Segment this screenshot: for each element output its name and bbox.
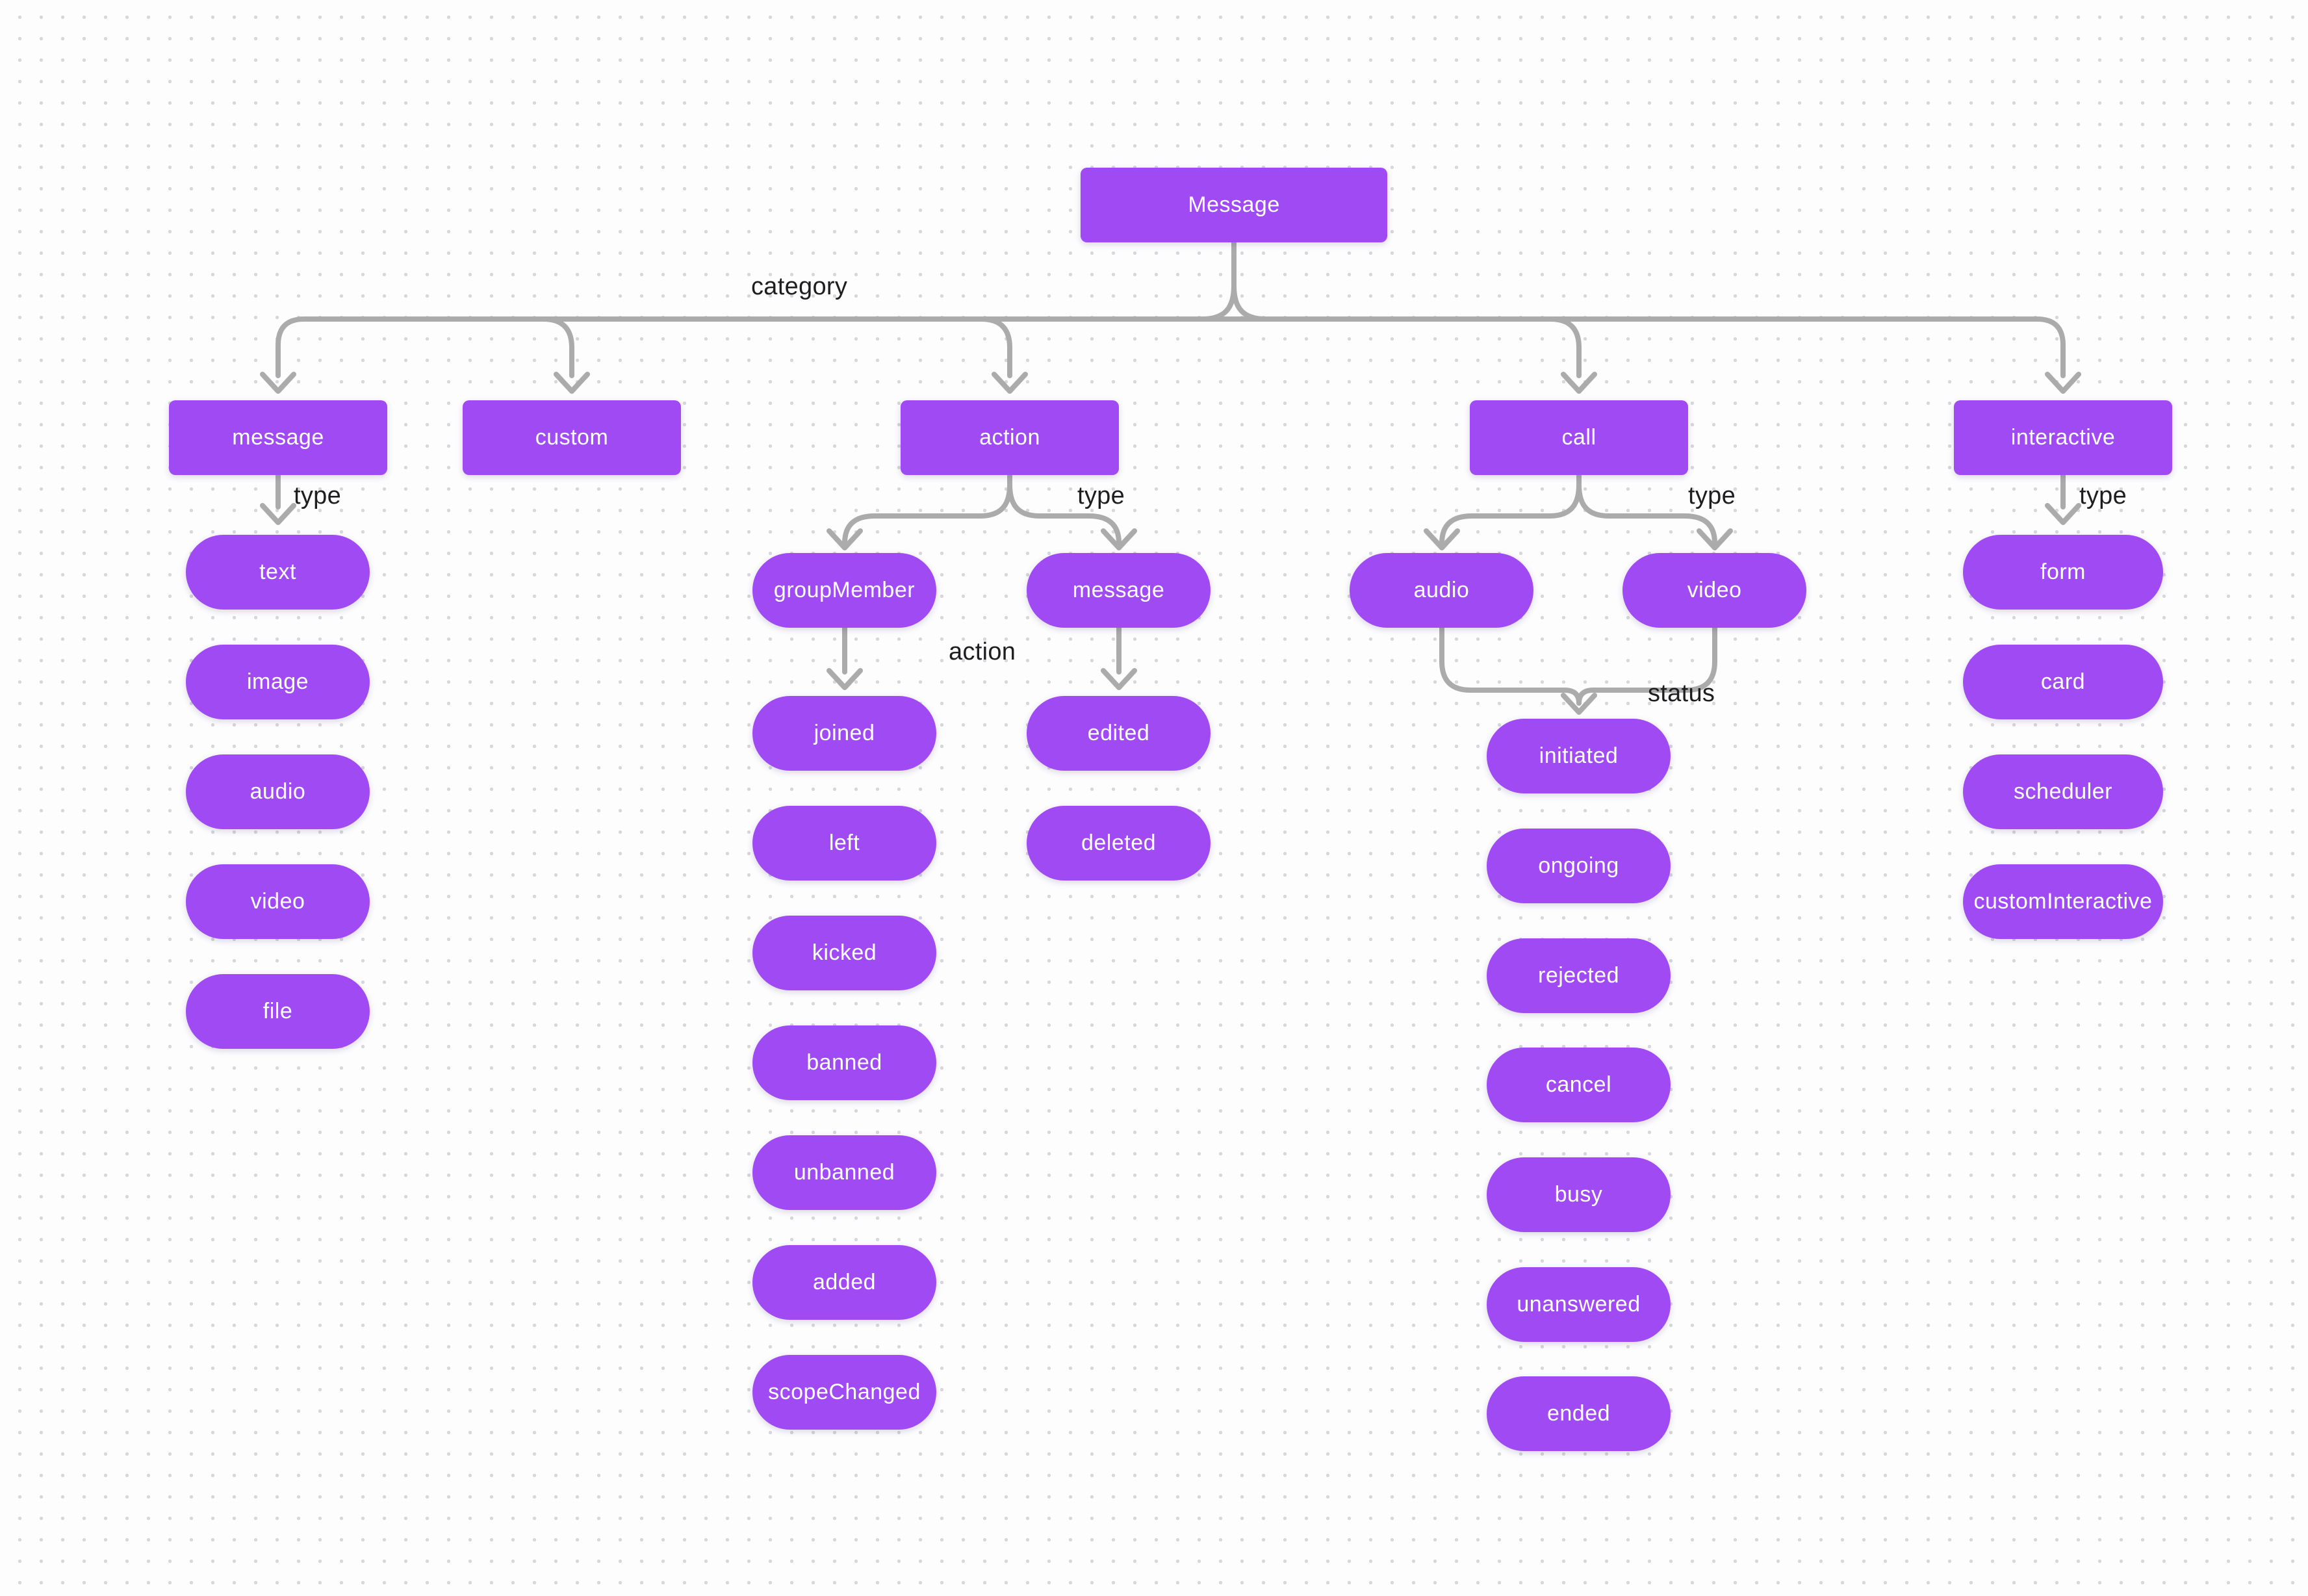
node-message-root[interactable]: Message [1081, 168, 1387, 242]
node-interactive-card[interactable]: card [1963, 645, 2163, 719]
connector-video-status [1576, 625, 1717, 706]
connector-bus-call [1548, 316, 1582, 378]
arrowhead-bus-custom [554, 372, 590, 394]
node-action-message[interactable]: message [1027, 553, 1211, 628]
node-interactive-form[interactable]: form [1963, 535, 2163, 610]
node-gm-scopechanged[interactable]: scopeChanged [752, 1355, 936, 1430]
node-interactive-custominteractive[interactable]: customInteractive [1963, 864, 2163, 939]
node-call-audio[interactable]: audio [1350, 553, 1533, 628]
edge-label-status: status [1648, 680, 1715, 707]
node-status-busy[interactable]: busy [1487, 1157, 1671, 1232]
node-msg-deleted[interactable]: deleted [1027, 806, 1211, 881]
arrowhead-bus-call [1561, 372, 1597, 394]
edge-label-call-type: type [1688, 482, 1736, 509]
node-type-file[interactable]: file [186, 974, 370, 1049]
edge-label-message-type: type [294, 482, 342, 509]
edge-label-interactive-type: type [2079, 482, 2127, 509]
arrowhead-actionmessage-edited [1101, 668, 1137, 690]
node-gm-banned[interactable]: banned [752, 1025, 936, 1100]
connector-audio-status [1439, 625, 1582, 706]
node-status-unanswered[interactable]: unanswered [1487, 1267, 1671, 1342]
node-category-call[interactable]: call [1470, 400, 1688, 475]
node-category-action[interactable]: action [901, 400, 1119, 475]
edge-label-action: action [949, 638, 1016, 665]
node-msg-edited[interactable]: edited [1027, 696, 1211, 771]
connector-root-flare-right [1231, 283, 1268, 322]
connector-action-message [1007, 472, 1122, 546]
node-category-interactive[interactable]: interactive [1954, 400, 2172, 475]
arrowhead-groupmember-action [827, 668, 863, 690]
node-status-rejected[interactable]: rejected [1487, 938, 1671, 1013]
connector-call-video [1576, 472, 1717, 546]
node-gm-unbanned[interactable]: unbanned [752, 1135, 936, 1210]
node-status-ended[interactable]: ended [1487, 1376, 1671, 1451]
arrowhead-interactive-type [2045, 503, 2081, 525]
node-gm-added[interactable]: added [752, 1245, 936, 1320]
node-gm-kicked[interactable]: kicked [752, 916, 936, 990]
connector-root-flare-left [1199, 283, 1237, 322]
arrowhead-bus-message [260, 372, 296, 394]
node-gm-joined[interactable]: joined [752, 696, 936, 771]
node-type-text[interactable]: text [186, 535, 370, 610]
node-gm-left[interactable]: left [752, 806, 936, 881]
arrowhead-bus-interactive [2045, 372, 2081, 394]
arrowhead-message-type [260, 503, 296, 525]
node-status-cancel[interactable]: cancel [1487, 1048, 1671, 1122]
arrowhead-call-audio [1424, 528, 1460, 550]
node-status-ongoing[interactable]: ongoing [1487, 829, 1671, 903]
node-interactive-scheduler[interactable]: scheduler [1963, 754, 2163, 829]
connector-action-groupmember [842, 472, 1012, 546]
edge-label-action-type: type [1077, 482, 1125, 509]
node-category-message[interactable]: message [169, 400, 387, 475]
connector-bus-custom [541, 316, 574, 378]
arrowhead-action-message [1101, 528, 1137, 550]
connector-bus-action [979, 316, 1012, 378]
edge-label-category: category [751, 273, 848, 300]
node-action-groupmember[interactable]: groupMember [752, 553, 936, 628]
connector-call-audio [1439, 472, 1582, 546]
connector-category-bus [276, 316, 2066, 378]
arrowhead-bus-action [992, 372, 1028, 394]
node-call-video[interactable]: video [1622, 553, 1806, 628]
arrowhead-status [1561, 693, 1597, 715]
arrowhead-action-groupmember [827, 528, 863, 550]
arrowhead-call-video [1697, 528, 1733, 550]
node-type-audio[interactable]: audio [186, 754, 370, 829]
node-type-image[interactable]: image [186, 645, 370, 719]
node-category-custom[interactable]: custom [463, 400, 681, 475]
node-status-initiated[interactable]: initiated [1487, 719, 1671, 793]
node-type-video[interactable]: video [186, 864, 370, 939]
